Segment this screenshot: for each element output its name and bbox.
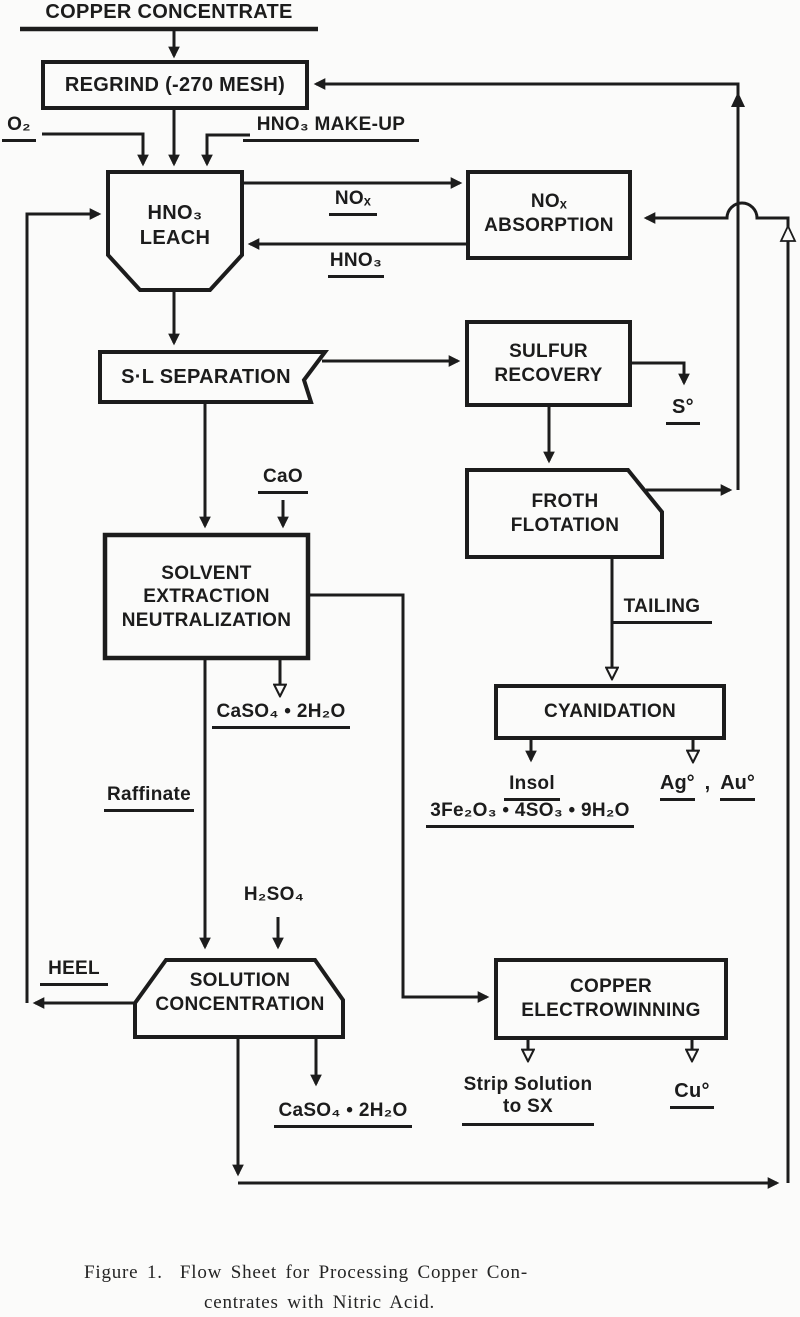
silver-label: Ag° (660, 772, 695, 801)
nox-absorption-label: NOₓ ABSORPTION (468, 178, 630, 250)
electrowinning-line2: ELECTROWINNING (521, 1000, 701, 1021)
sulfur-recovery-label: SULFUR RECOVERY (467, 322, 630, 405)
solution-concentration-line2: CONCENTRATION (155, 994, 325, 1015)
gypsum-sx-label: CaSO₄ • 2H₂O (212, 701, 350, 729)
electrowinning-line1: COPPER (569, 976, 653, 998)
solvent-extraction-label: SOLVENT EXTRACTION NEUTRALIZATION (105, 552, 308, 642)
tailing-label: TAILING (612, 596, 712, 624)
strip-solution-label: Strip Solution to SX (462, 1074, 594, 1126)
recycle-to-regrind (313, 78, 740, 490)
line-makeup-to-leach (201, 133, 250, 167)
froth-flotation-line2: FLOTATION (510, 515, 620, 536)
sulfur-product-label: S° (666, 396, 700, 425)
froth-flotation-line1: FROTH (531, 491, 599, 513)
gold-label: Au° (720, 772, 755, 801)
heel-label: HEEL (40, 958, 108, 986)
leach-vessel (106, 170, 244, 292)
line-sulfur-to-s (630, 361, 690, 386)
leach-label-line1: HNO₃ (147, 202, 203, 225)
cao-stream-label: CaO (258, 466, 308, 494)
silver-gold-labels: Ag° , Au° (656, 772, 759, 801)
heel-recycle-to-leach (25, 208, 102, 1003)
cyanidation-box (494, 684, 726, 740)
regrind-box (41, 60, 309, 110)
sulfur-recovery-line2: RECOVERY (494, 364, 603, 386)
nox-absorption-box (466, 170, 632, 260)
gypsum-sc-label: CaSO₄ • 2H₂O (274, 1100, 412, 1128)
nox-absorption-line2: ABSORPTION (484, 215, 614, 236)
sl-separation-shape (98, 350, 329, 404)
line-sx-to-electrowinning (308, 593, 490, 1003)
o2-stream-label: O₂ (2, 114, 36, 142)
up-arrowhead-recycle (731, 92, 745, 107)
figure-caption-line2: centrates with Nitric Acid. (204, 1292, 436, 1313)
electrowinning-label: COPPER ELECTROWINNING (496, 966, 726, 1032)
raffinate-label: Raffinate (104, 784, 194, 812)
hno3-return-label: HNO₃ (328, 250, 384, 278)
leach-label-line2: LEACH (139, 227, 211, 249)
sl-separation-label: S·L SEPARATION (121, 365, 291, 388)
leach-label: HNO₃ LEACH (108, 178, 242, 274)
copper-product-label: Cu° (670, 1080, 714, 1109)
froth-flotation-label: FROTH FLOTATION (467, 478, 663, 550)
regrind-label: REGRIND (-270 MESH) (64, 73, 286, 96)
sulfur-recovery-line1: SULFUR (509, 340, 588, 362)
figure-caption-line1: Figure 1. Flow Sheet for Processing Copp… (84, 1262, 528, 1283)
line-o2-to-leach (42, 132, 149, 167)
solution-concentration-label: SOLUTION CONCENTRATION (137, 962, 343, 1024)
up-arrowhead-acid-recycle (779, 223, 797, 242)
froth-flotation-shape (465, 468, 664, 559)
nox-stream-label: NOₓ (329, 188, 377, 216)
insol-label: Insol (504, 773, 560, 801)
electrowinning-box (494, 958, 728, 1040)
page-title: COPPER CONCENTRATE (45, 1, 293, 23)
cyanidation-label: CYANIDATION (543, 701, 677, 723)
acid-recycle-to-absorption (643, 201, 790, 1183)
nox-absorption-line1: NOₓ (530, 191, 568, 213)
hno3-makeup-label: HNO₃ MAKE-UP (243, 114, 419, 142)
strip-solution-line1: Strip Solution (463, 1074, 593, 1095)
insol-formula-label: 3Fe₂O₃ • 4SO₃ • 9H₂O (426, 800, 634, 828)
solvent-extraction-line1: SOLVENT (161, 562, 252, 584)
h2so4-label: H₂SO₄ (243, 884, 305, 905)
solvent-extraction-line3: NEUTRALIZATION (121, 609, 292, 631)
comma-separator: , (704, 772, 711, 794)
strip-solution-line2: to SX (502, 1095, 554, 1117)
solvent-extraction-line2: EXTRACTION (143, 586, 270, 608)
solution-concentration-line1: SOLUTION (189, 970, 291, 992)
